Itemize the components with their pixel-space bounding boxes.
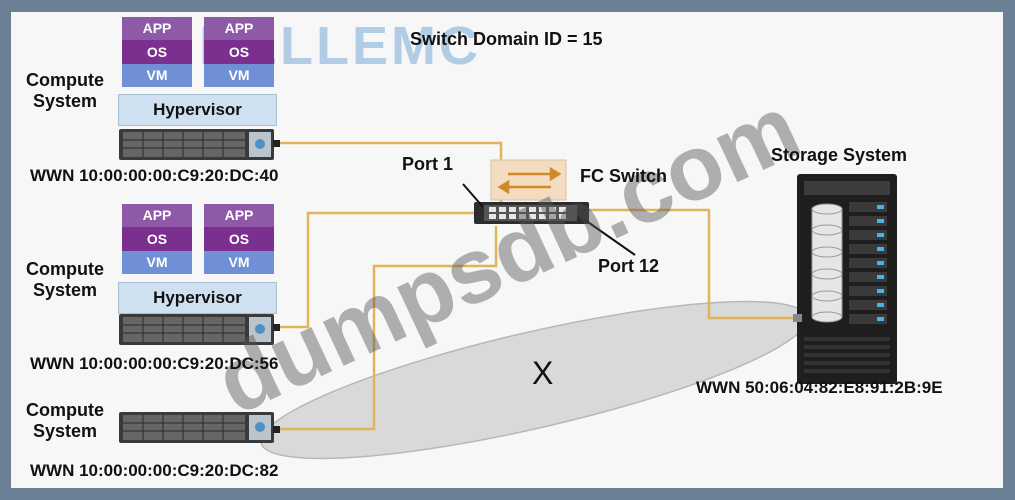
- compute-system-label-3: Compute System: [16, 400, 114, 442]
- os-layer: OS: [204, 40, 274, 64]
- cable-port12-storage: [589, 208, 801, 320]
- disk-stack: [811, 203, 843, 323]
- server-2: [119, 314, 280, 345]
- app-layer: APP: [122, 17, 192, 40]
- port1-label: Port 1: [402, 154, 454, 174]
- port12-pointer: [584, 219, 636, 256]
- cable-host1-port1: [279, 141, 503, 207]
- port1-pointer: [462, 183, 484, 208]
- cable-host2-switch: [279, 211, 485, 329]
- hypervisor-1: Hypervisor: [118, 94, 277, 126]
- os-layer: OS: [122, 227, 192, 251]
- host3-wwn: WWN 10:00:00:00:C9:20:DC:82: [30, 461, 279, 480]
- vm-layer: VM: [122, 251, 192, 274]
- port12-label: Port 12: [598, 256, 660, 276]
- zone-label: X: [532, 355, 553, 391]
- os-layer: OS: [122, 40, 192, 64]
- os-layer: OS: [204, 227, 274, 251]
- storage-system-label: Storage System: [771, 145, 908, 165]
- host2-wwn: WWN 10:00:00:00:C9:20:DC:56: [30, 354, 279, 373]
- compute-label-1: Compute System: [26, 70, 104, 111]
- app-layer: APP: [204, 204, 274, 227]
- fc-switch: [462, 159, 636, 256]
- vm-layer: VM: [204, 251, 274, 274]
- vm-stack-1b: APP OS VM: [204, 17, 274, 87]
- switch-domain-id: Switch Domain ID = 15: [410, 29, 603, 49]
- host1-wwn: WWN 10:00:00:00:C9:20:DC:40: [30, 166, 279, 185]
- cable-host3-switch: [279, 226, 498, 431]
- fc-switch-label: FC Switch: [580, 166, 668, 186]
- vm-stack-2a: APP OS VM: [122, 204, 192, 274]
- vm-stack-2b: APP OS VM: [204, 204, 274, 274]
- server-3: [119, 412, 280, 443]
- compute-system-label-1: Compute System: [16, 70, 114, 112]
- vm-layer: VM: [204, 64, 274, 87]
- compute-label-3: Compute System: [26, 400, 104, 441]
- hypervisor-2: Hypervisor: [118, 282, 277, 314]
- storage-array: [793, 174, 897, 384]
- app-layer: APP: [204, 17, 274, 40]
- storage-wwn: WWN 50:06:04:82:E8:91:2B:9E: [696, 378, 943, 397]
- compute-label-2: Compute System: [26, 259, 104, 300]
- diagram-canvas: DELLEMC dumpsdb.com X APP OS VM APP OS V…: [11, 12, 1003, 488]
- vm-layer: VM: [122, 64, 192, 87]
- diagram-drawing: DELLEMC dumpsdb.com X: [119, 16, 897, 460]
- app-layer: APP: [122, 204, 192, 227]
- compute-system-label-2: Compute System: [16, 259, 114, 301]
- server-1: [119, 129, 280, 160]
- vm-stack-1a: APP OS VM: [122, 17, 192, 87]
